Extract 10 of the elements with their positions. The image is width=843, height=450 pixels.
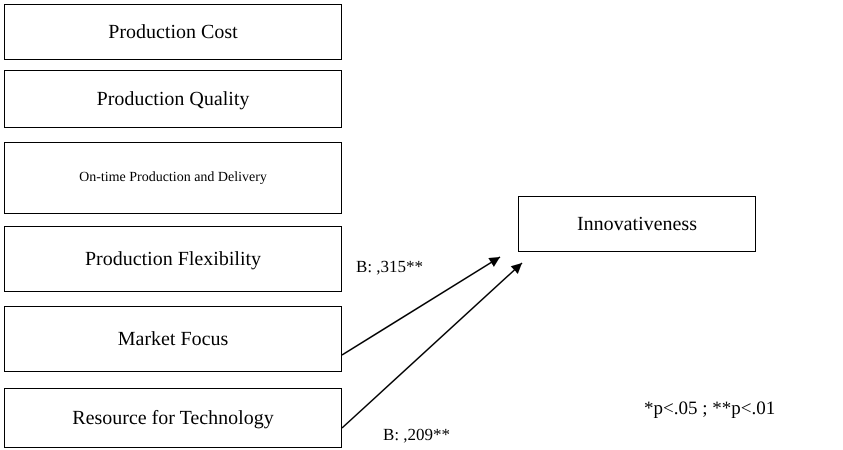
text-box: Innovativeness: [518, 196, 756, 252]
text-box: Production Flexibility: [4, 226, 342, 292]
text-box: Market Focus: [4, 306, 342, 372]
arrow: [342, 256, 500, 356]
arrow: [342, 262, 522, 429]
note: *p<.05 ; **p<.01: [644, 398, 776, 420]
text-box: Production Quality: [4, 70, 342, 128]
text-box: Resource for Technology: [4, 388, 342, 448]
text-box: On-time Production and Delivery: [4, 142, 342, 214]
text-box: Production Cost: [4, 4, 342, 60]
